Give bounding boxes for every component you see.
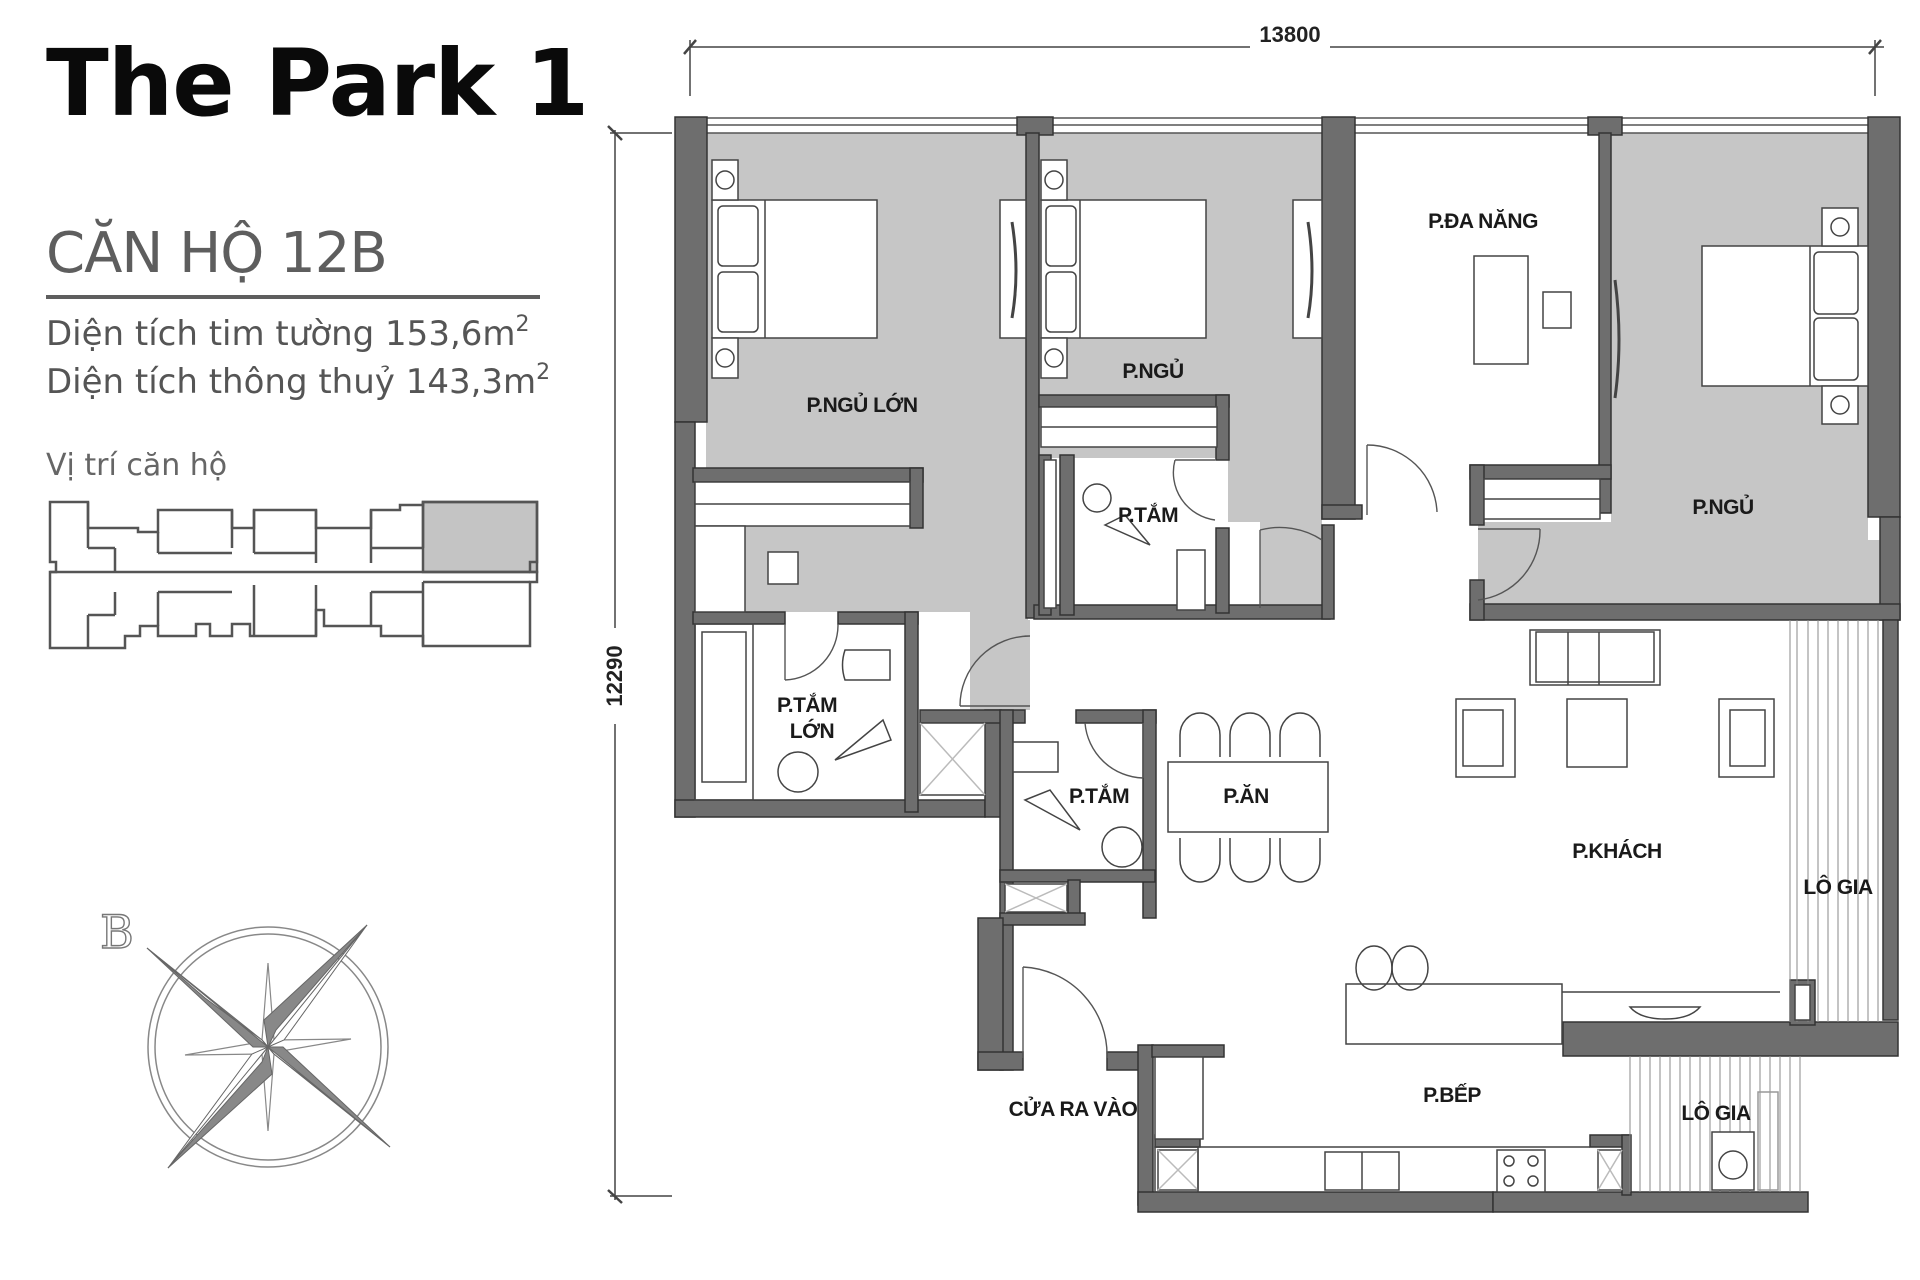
room-label-multipurpose: P.ĐA NĂNG [1428, 210, 1538, 233]
key-plan-highlighted-unit [421, 500, 539, 574]
net-area-text: Diện tích thông thuỷ 143,3m [46, 362, 537, 402]
room-label-master-bath: P.TẮM [777, 693, 837, 717]
walls [674, 116, 1901, 1213]
project-title: The Park 1 [46, 30, 589, 137]
bedroom-3-entry-fill [1478, 522, 1608, 612]
loggia-2-hatch [1629, 1056, 1801, 1192]
room-label-bath-2: P.TẮM [1118, 503, 1178, 527]
key-plan [48, 500, 539, 650]
gross-area-unit-sup: 2 [515, 312, 530, 337]
location-label: Vị trí căn hộ [46, 448, 228, 483]
room-label-bath-3: P.TẮM [1069, 784, 1129, 808]
compass-north-letter: B [100, 905, 134, 959]
gross-area-text: Diện tích tim tường 153,6m [46, 314, 516, 354]
room-label-entrance: CỬA RA VÀO [1009, 1097, 1138, 1121]
room-label-loggia-1: LÔ GIA [1803, 875, 1873, 899]
furniture [694, 159, 1869, 1193]
room-label-kitchen: P.BẾP [1423, 1084, 1481, 1107]
room-label-living: P.KHÁCH [1572, 840, 1661, 863]
room-label-bedroom-2: P.NGỦ [1122, 359, 1183, 383]
loggia-1-hatch [1789, 620, 1879, 1022]
doors [784, 444, 1541, 1059]
room-label-dining: P.ĂN [1223, 785, 1268, 808]
dimension-width [683, 20, 1884, 96]
dimension-height [598, 125, 672, 1204]
room-label-master-bedroom: P.NGỦ LỚN [806, 393, 917, 417]
unit-title: CĂN HỘ 12B [46, 221, 388, 286]
room-label-loggia-2: LÔ GIA [1681, 1101, 1751, 1125]
net-area: Diện tích thông thuỷ 143,3m2 [46, 360, 551, 402]
net-area-unit-sup: 2 [536, 360, 551, 385]
facade-window-line [705, 117, 1870, 134]
title-divider [46, 295, 540, 299]
gross-area: Diện tích tim tường 153,6m2 [46, 312, 530, 354]
room-label-bedroom-3: P.NGỦ [1692, 495, 1753, 519]
compass-rose-icon: B [99, 904, 391, 1169]
dimension-width-label: 13800 [1259, 22, 1320, 47]
room-label-master-bath-line2: LỚN [790, 719, 834, 743]
dimension-height-label: 12290 [602, 645, 627, 706]
